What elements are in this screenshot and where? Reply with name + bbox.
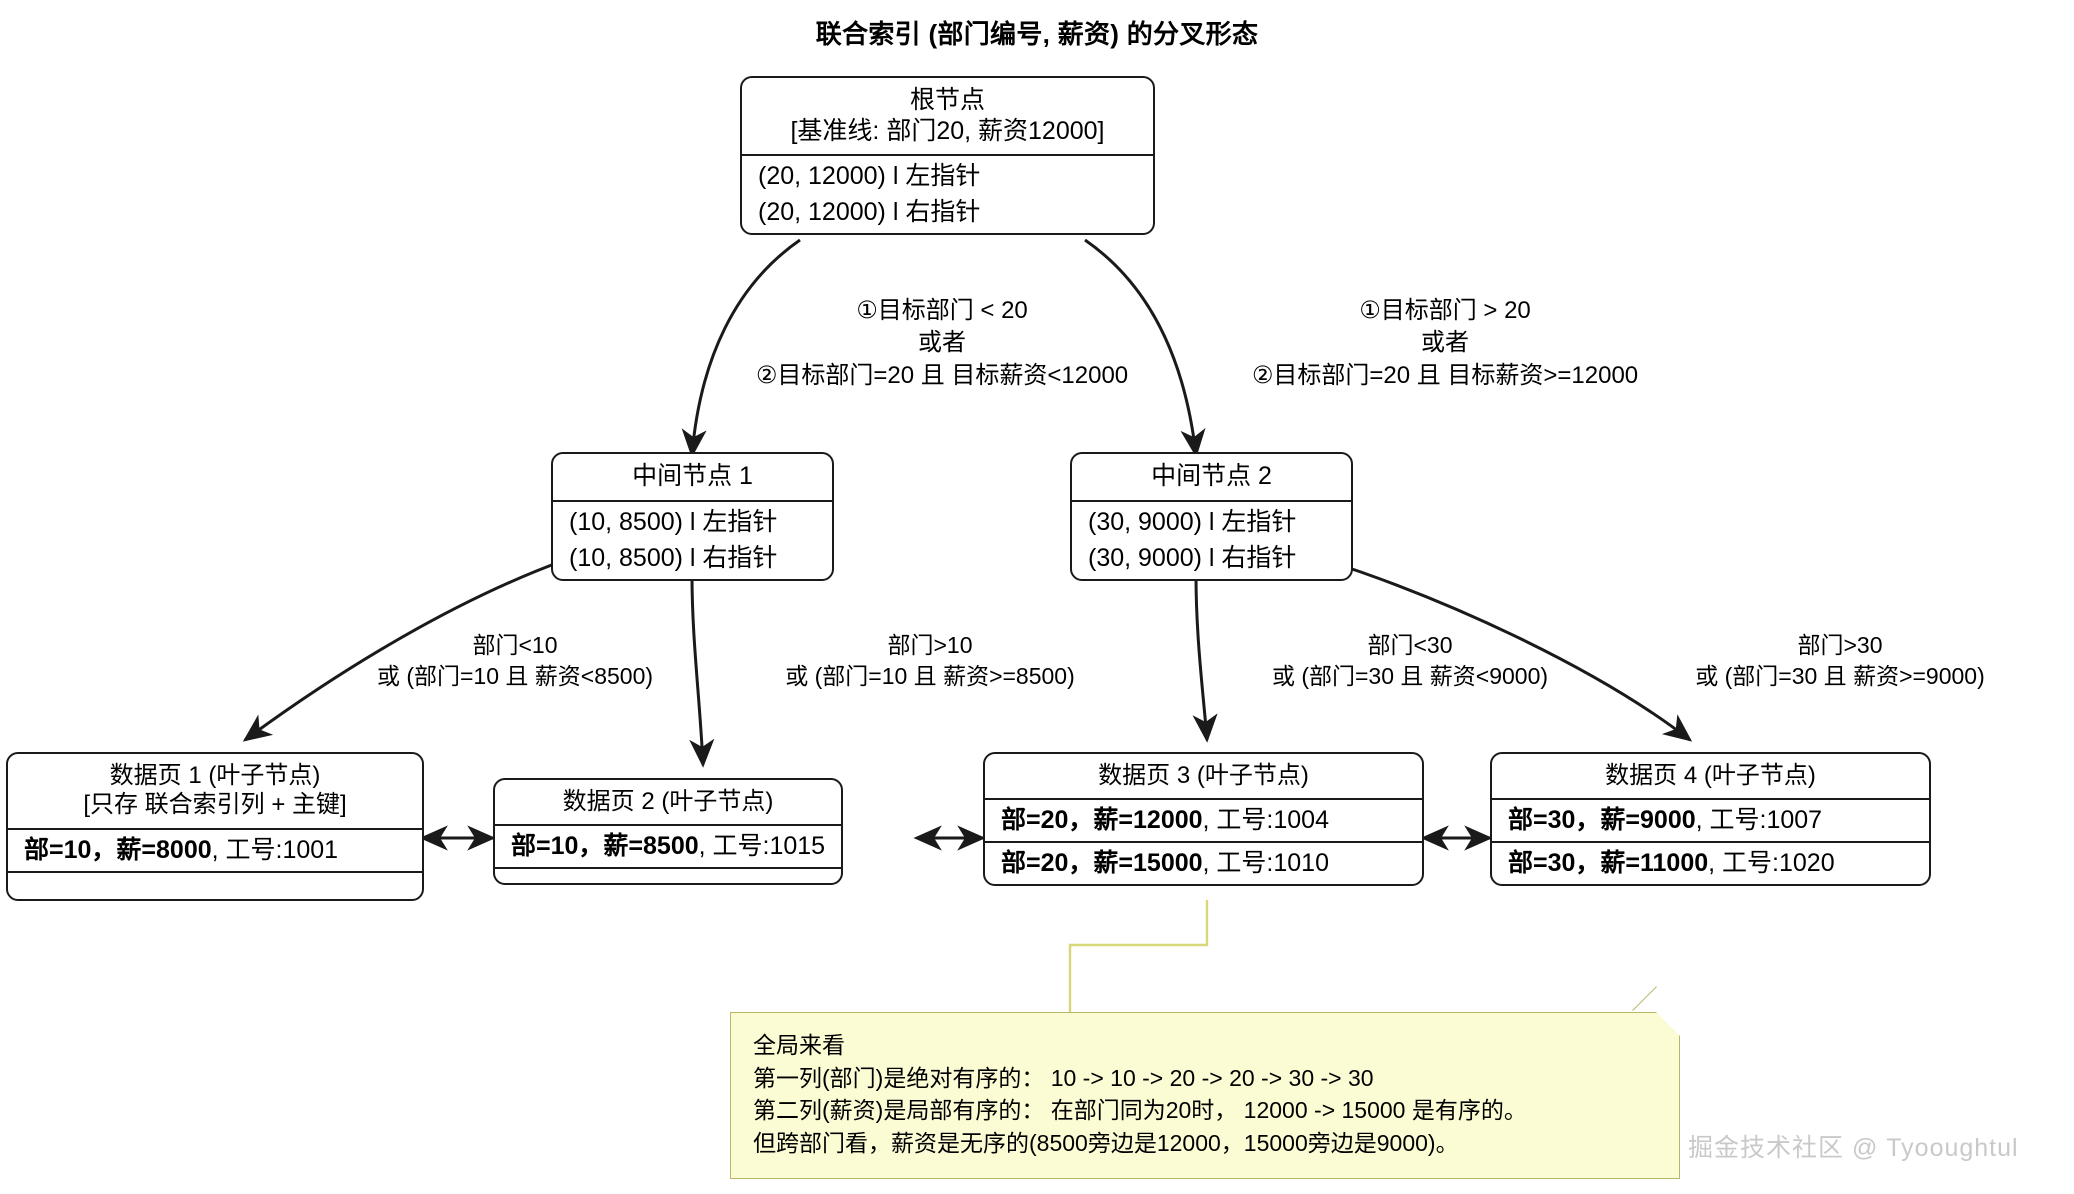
node-leaf-3-record: 部=20，薪=15000, 工号:1010 <box>985 841 1422 884</box>
note-fold-corner <box>1656 1012 1680 1036</box>
note-line: 但跨部门看，薪资是无序的(8500旁边是12000，15000旁边是9000)。 <box>753 1129 1459 1156</box>
record-index-cols: 部=10，薪=8500 <box>511 832 699 861</box>
edge-label-mid2-right: 部门>30 或 (部门=30 且 薪资>=9000) <box>1630 630 2050 692</box>
record-primary-key: , 工号:1001 <box>211 835 339 864</box>
node-leaf-1-record: 部=10，薪=8000, 工号:1001 <box>8 830 422 871</box>
node-leaf-2[interactable]: 数据页 2 (叶子节点) 部=10，薪=8500, 工号:1015 <box>493 778 843 886</box>
node-middle-1-title: 中间节点 1 <box>632 462 753 490</box>
node-leaf-1-title: 数据页 1 (叶子节点) <box>109 762 321 789</box>
edge-label-line: ②目标部门=20 且 目标薪资<12000 <box>755 361 1129 389</box>
node-leaf-4-record: 部=30，薪=11000, 工号:1020 <box>1492 841 1929 884</box>
edge-label-line: 或者 <box>1421 329 1469 357</box>
node-leaf-1-subtitle: [只存 联合索引列 + 主键] <box>83 791 347 819</box>
node-middle-2-row: (30, 9000) l 右指针 <box>1088 543 1297 572</box>
edge-label-line: ②目标部门=20 且 目标薪资>=12000 <box>1251 361 1639 389</box>
node-leaf-4-header: 数据页 4 (叶子节点) <box>1492 754 1929 798</box>
node-middle-2-body: (30, 9000) l 左指针 (30, 9000) l 右指针 <box>1072 499 1351 579</box>
node-leaf-4[interactable]: 数据页 4 (叶子节点) 部=30，薪=9000, 工号:1007 部=30，薪… <box>1490 752 1931 887</box>
edge-label-mid1-left: 部门<10 或 (部门=10 且 薪资<8500) <box>305 630 725 692</box>
edge-label-line: 部门<30 <box>1367 632 1453 658</box>
edge-label-mid2-left: 部门<30 或 (部门=30 且 薪资<9000) <box>1215 630 1605 692</box>
edge-label-line: 或 (部门=10 且 薪资<8500) <box>376 663 654 690</box>
node-root-row: (20, 12000) l 左指针 <box>758 162 981 190</box>
node-leaf-3-record: 部=20，薪=12000, 工号:1004 <box>985 800 1422 841</box>
node-middle-1-body: (10, 8500) l 左指针 (10, 8500) l 右指针 <box>553 499 832 579</box>
edge-label-line: 部门>10 <box>887 632 973 658</box>
note-line: 全局来看 <box>753 1032 845 1058</box>
edge-label-line: ①目标部门 < 20 <box>856 297 1028 324</box>
record-primary-key: , 工号:1007 <box>1695 806 1823 835</box>
node-leaf-4-body: 部=30，薪=9000, 工号:1007 部=30，薪=11000, 工号:10… <box>1492 798 1929 884</box>
summary-note: 全局来看 第一列(部门)是绝对有序的： 10 -> 10 -> 20 -> 20… <box>730 986 1681 1179</box>
edge-label-line: 或者 <box>918 329 966 357</box>
record-index-cols: 部=10，薪=8000 <box>24 835 212 864</box>
record-primary-key: , 工号:1015 <box>698 832 826 861</box>
node-middle-2-header: 中间节点 2 <box>1072 454 1351 500</box>
node-root-title: 根节点 <box>909 86 985 114</box>
node-leaf-4-record: 部=30，薪=9000, 工号:1007 <box>1492 800 1929 841</box>
node-leaf-2-tail-rule <box>495 867 841 883</box>
node-leaf-1-tail-rule <box>8 870 422 899</box>
note-line: 第二列(薪资)是局部有序的： 在部门同为20时， 12000 -> 15000 … <box>753 1097 1527 1124</box>
node-leaf-1-header: 数据页 1 (叶子节点) [只存 联合索引列 + 主键] <box>8 754 422 828</box>
record-primary-key: , 工号:1004 <box>1202 806 1329 835</box>
node-middle-1-row: (10, 8500) l 右指针 <box>569 543 778 572</box>
record-primary-key: , 工号:1010 <box>1202 849 1329 878</box>
node-leaf-3[interactable]: 数据页 3 (叶子节点) 部=20，薪=12000, 工号:1004 部=20，… <box>983 752 1424 887</box>
record-primary-key: , 工号:1020 <box>1708 849 1835 878</box>
watermark: 掘金技术社区 @ Tyooughtul <box>1688 1134 2019 1162</box>
node-middle-1-header: 中间节点 1 <box>553 454 832 500</box>
edge-label-line: 部门<10 <box>472 632 558 658</box>
edge-label-line: 或 (部门=10 且 薪资>=8500) <box>785 663 1075 690</box>
node-middle-1-row: (10, 8500) l 左指针 <box>569 507 778 536</box>
node-leaf-1-body: 部=10，薪=8000, 工号:1001 <box>8 827 422 899</box>
node-middle-2[interactable]: 中间节点 2 (30, 9000) l 左指针 (30, 9000) l 右指针 <box>1070 452 1353 581</box>
node-leaf-3-title: 数据页 3 (叶子节点) <box>1098 762 1309 789</box>
edge-label-root-right: ①目标部门 > 20 或者 ②目标部门=20 且 目标薪资>=12000 <box>1195 295 1695 392</box>
node-root-body: (20, 12000) l 左指针 (20, 12000) l 右指针 <box>742 154 1153 233</box>
edge-label-line: 部门>30 <box>1797 632 1883 658</box>
page-title: 联合索引 (部门编号, 薪资) 的分叉形态 <box>815 19 1259 49</box>
note-line: 第一列(部门)是绝对有序的： 10 -> 10 -> 20 -> 20 -> 3… <box>753 1064 1374 1091</box>
edge-label-line: ①目标部门 > 20 <box>1359 297 1531 324</box>
node-leaf-4-title: 数据页 4 (叶子节点) <box>1605 762 1816 789</box>
record-index-cols: 部=30，薪=11000 <box>1508 849 1709 878</box>
edge-label-root-left: ①目标部门 < 20 或者 ②目标部门=20 且 目标薪资<12000 <box>712 295 1172 392</box>
node-leaf-2-record: 部=10，薪=8500, 工号:1015 <box>495 826 841 867</box>
node-leaf-2-body: 部=10，薪=8500, 工号:1015 <box>495 824 841 883</box>
node-root-subtitle: [基准线: 部门20, 薪资12000] <box>790 116 1105 145</box>
record-index-cols: 部=20，薪=15000 <box>1001 849 1203 878</box>
record-index-cols: 部=30，薪=9000 <box>1508 806 1696 835</box>
edge-label-line: 或 (部门=30 且 薪资>=9000) <box>1695 663 1985 690</box>
node-leaf-2-title: 数据页 2 (叶子节点) <box>562 788 774 815</box>
node-root-row: (20, 12000) l 右指针 <box>758 198 981 226</box>
node-leaf-2-header: 数据页 2 (叶子节点) <box>495 780 841 824</box>
node-middle-1[interactable]: 中间节点 1 (10, 8500) l 左指针 (10, 8500) l 右指针 <box>551 452 834 581</box>
record-index-cols: 部=20，薪=12000 <box>1001 806 1203 835</box>
node-leaf-3-body: 部=20，薪=12000, 工号:1004 部=20，薪=15000, 工号:1… <box>985 798 1422 884</box>
edge-label-mid1-right: 部门>10 或 (部门=10 且 薪资>=8500) <box>710 630 1150 692</box>
node-root-header: 根节点 [基准线: 部门20, 薪资12000] <box>742 78 1153 154</box>
edge-label-line: 或 (部门=30 且 薪资<9000) <box>1271 663 1549 690</box>
node-leaf-1[interactable]: 数据页 1 (叶子节点) [只存 联合索引列 + 主键] 部=10，薪=8000… <box>6 752 424 901</box>
node-middle-2-title: 中间节点 2 <box>1151 462 1272 490</box>
node-leaf-3-header: 数据页 3 (叶子节点) <box>985 754 1422 798</box>
node-root[interactable]: 根节点 [基准线: 部门20, 薪资12000] (20, 12000) l 左… <box>740 76 1155 235</box>
node-middle-2-row: (30, 9000) l 左指针 <box>1088 507 1297 536</box>
